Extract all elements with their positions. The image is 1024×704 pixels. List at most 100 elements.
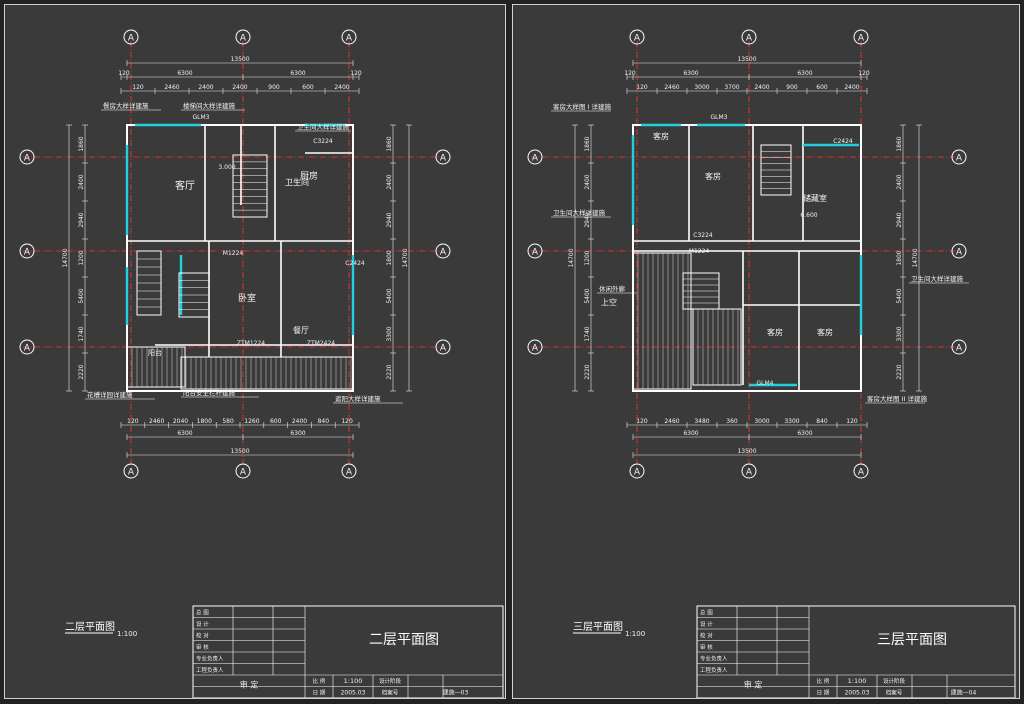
dim-bottom-row2-text: 2460 [664,418,679,425]
grid-bubble-bottom-label: A [346,468,353,478]
room-label: 阳台 [148,348,162,357]
title-block-label: 审 核 [196,643,209,651]
dim-right-total-text: 14700 [912,248,919,267]
dim-left-total-text: 14700 [62,248,69,267]
grid-bubble-bottom-label: A [128,468,135,478]
room-label: 卧室 [238,292,256,304]
dim-top-row2-text: 600 [302,84,314,91]
dim-right-text: 1800 [896,250,903,265]
title-block-date-key: 日 期 [313,690,326,697]
grid-bubble-top [341,29,357,45]
dim-bottom-row2-text: 840 [816,418,828,425]
callout-text: 卫生间大样详建施 [553,208,606,217]
door-tag: GLM3 [711,114,728,121]
dim-left-text: 1200 [78,250,85,265]
dim-bottom-row2-text: 1800 [197,418,212,425]
title-block-label: 审 核 [700,643,713,651]
door-tag: GLM4 [757,380,774,387]
dim-right-text: 1800 [386,250,393,265]
grid-bubble-left-label: A [24,248,31,258]
dim-top-row2-text: 600 [816,84,828,91]
dim-left-text: 2940 [78,212,85,227]
drawing-number: 建施—03 [443,689,469,697]
grid-bubble-top-label: A [240,34,247,44]
grid-bubble-top [123,29,139,45]
grid-bubble-bottom [235,463,251,479]
door-tag: C3224 [313,138,333,145]
dim-bottom-row1-text: 6300 [683,430,698,437]
grid-bubble-right [435,339,451,355]
dim-right-text: 2940 [386,212,393,227]
dim-top-row1-text: 120 [350,70,362,77]
exterior-wall [632,124,862,392]
dim-right-text: 2220 [386,364,393,379]
title-block-date-key: 日 期 [817,690,830,697]
grid-bubble-left [527,149,543,165]
dim-bottom-row2-text: 580 [222,418,234,425]
room-label: 客厅 [175,179,195,192]
grid-bubble-bottom [853,463,869,479]
grid-bubble-right-label: A [440,154,447,164]
dim-top-row2-text: 900 [268,84,280,91]
deck [692,308,742,386]
dim-bottom-row2-text: 120 [341,418,353,425]
door-tag: ZTM1224 [237,340,265,347]
level-marker: 3.000 [218,164,235,171]
title-block-approve: 审 定 [240,680,259,690]
grid-bubble-left [19,339,35,355]
grid-bubble-bottom [629,463,645,479]
room-label: 客房 [817,327,833,337]
dim-top-row2-text: 3000 [694,84,709,91]
dim-left-text: 1200 [584,250,591,265]
grid-bubble-top-label: A [346,34,353,44]
callout-text: 客房大样图 I 详建施 [553,102,612,111]
dim-top-row1-text: 6300 [177,70,192,77]
grid-bubble-top-label: A [858,34,865,44]
dim-bottom-row2-text: 2040 [173,418,188,425]
callout-text: 休闲外廊 [599,284,626,293]
dim-left-text: 1740 [78,326,85,341]
dim-left-text: 1860 [78,136,85,151]
dim-top-total-text: 13500 [230,56,249,63]
callout-text: 餐房大样详建施 [103,101,149,110]
grid-bubble-left [527,243,543,259]
dim-top-row2-text: 2460 [164,84,179,91]
dim-bottom-row2-text: 3300 [784,418,799,425]
dim-right-text: 3300 [896,326,903,341]
grid-bubble-right-label: A [956,154,963,164]
title-block-scale-key: 比 例 [313,677,326,685]
title-block-label: 设 计 [196,620,209,628]
grid-bubble-right [951,339,967,355]
grid-bubble-right [951,149,967,165]
dim-right-text: 2400 [896,174,903,189]
grid-bubble-top [629,29,645,45]
dim-right-text: 5400 [896,288,903,303]
title-block-label: 设 计 [700,620,713,628]
grid-bubble-bottom-label: A [746,468,753,478]
dim-right-text: 1860 [386,136,393,151]
title-block-date-val: 2005.03 [341,690,366,697]
dim-left-text: 1860 [584,136,591,151]
dim-right-text: 1860 [896,136,903,151]
room-label: 厨房 [300,170,318,182]
dim-top-row2-text: 900 [786,84,798,91]
dim-left-total-text: 14700 [568,248,575,267]
dim-bottom-row2-text: 3480 [694,418,709,425]
grid-bubble-left [19,243,35,259]
grid-bubble-top [853,29,869,45]
dim-bottom-row2-text: 360 [726,418,738,425]
dim-bottom-row2-text: 2400 [292,418,307,425]
callout-text: 客房大样图 II 详建施 [867,394,927,403]
dim-bottom-row1-text: 6300 [177,430,192,437]
deck [180,356,354,390]
title-block-label: 专业负责人 [700,654,728,662]
deck [126,346,186,388]
dim-bottom-row2-text: 120 [636,418,648,425]
plan-scale: 1:100 [117,630,137,638]
door-tag: C2424 [345,260,365,267]
dim-top-row2-text: 2400 [198,84,213,91]
deck [632,252,692,390]
callout-text: 花槽详园详建施 [87,390,133,399]
dim-top-row2-text: 2400 [334,84,349,91]
